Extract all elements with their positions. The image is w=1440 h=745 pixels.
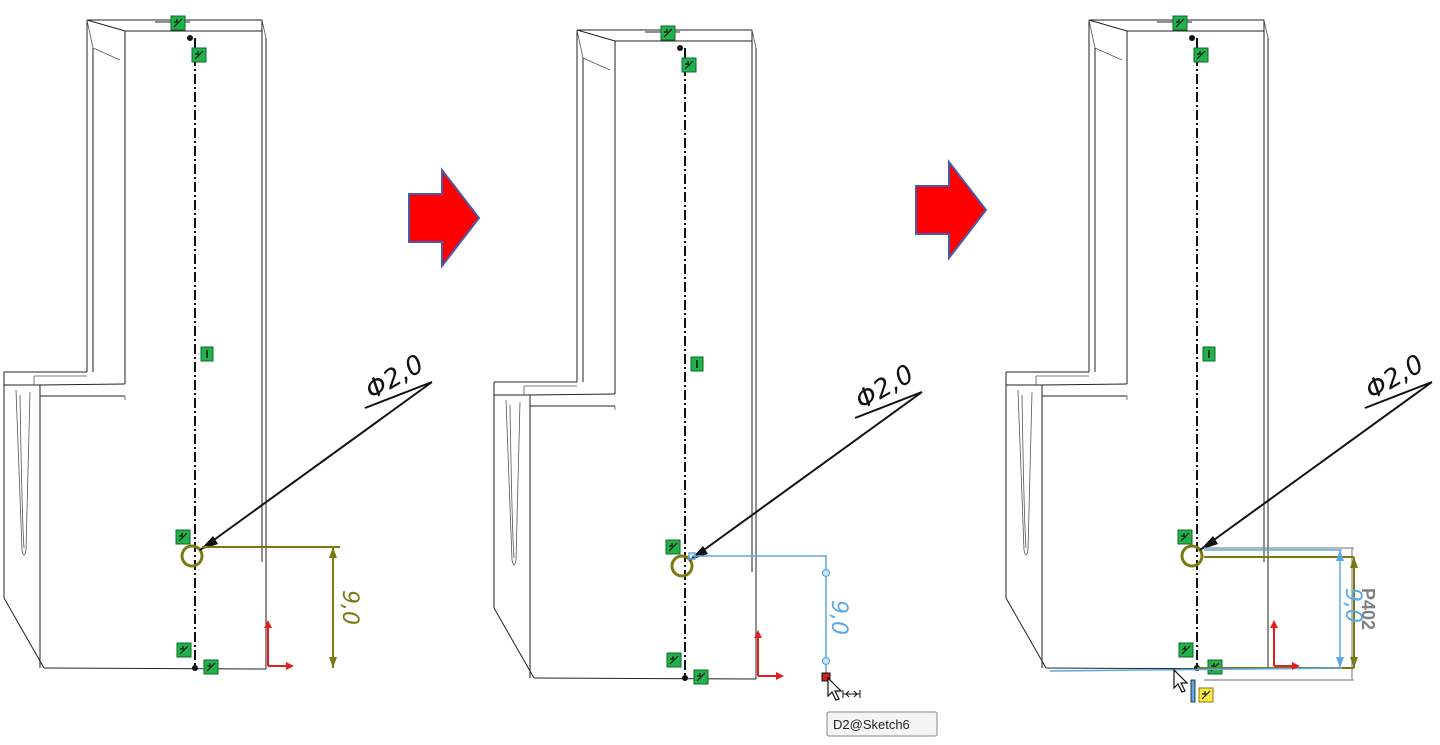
diameter-dimension-text[interactable]: Φ2,0 <box>1361 349 1430 406</box>
hole-circle[interactable] <box>180 544 204 568</box>
vertical-relation-icon[interactable] <box>1202 346 1216 362</box>
sketch-relation-icon[interactable] <box>660 25 676 41</box>
sketch-relation-icon[interactable] <box>170 15 186 31</box>
panel-2: Φ2,0 9,0 D2@Sketch6 <box>493 25 938 737</box>
sketch-relation-icon[interactable] <box>1178 642 1194 658</box>
sketch-relation-icon[interactable] <box>1177 529 1193 545</box>
diameter-dimension-text[interactable]: Φ2,0 <box>851 359 920 416</box>
distance-dimension-text[interactable]: 9,0 <box>826 600 851 635</box>
mouse-pointer-icon <box>827 677 842 701</box>
origin-triad-icon <box>263 619 295 671</box>
sketch-relation-icon[interactable] <box>175 529 191 545</box>
sketch-relation-icon[interactable] <box>681 57 697 73</box>
model-body <box>3 19 267 670</box>
sketch-relation-icon[interactable] <box>665 539 681 555</box>
model-body <box>493 29 757 680</box>
origin-triad-icon <box>1269 619 1301 671</box>
sketch-relation-icon[interactable] <box>203 659 219 675</box>
distance-dimension-text[interactable]: 9,0 <box>337 590 362 625</box>
diameter-leader <box>1199 381 1433 551</box>
diameter-dimension-text[interactable]: Φ2,0 <box>361 349 430 406</box>
panel-1: Φ2,0 9,0 <box>3 15 433 675</box>
sketch-relation-icon[interactable] <box>666 652 682 668</box>
overlay-label: P402 <box>1358 588 1378 630</box>
red-right-arrow-icon <box>408 169 480 267</box>
sketch-relation-icon[interactable] <box>191 47 207 63</box>
sketch-relation-icon[interactable] <box>176 642 192 658</box>
dimension-tooltip-text: D2@Sketch6 <box>833 717 910 732</box>
sketch-relation-icon[interactable] <box>1193 47 1209 63</box>
hole-circle[interactable] <box>670 554 694 578</box>
diameter-leader <box>689 391 923 561</box>
origin-triad-icon <box>753 629 785 681</box>
sketch-relation-icon[interactable] <box>1172 15 1188 31</box>
vertical-relation-icon[interactable] <box>200 346 214 362</box>
red-right-arrow-icon <box>915 161 987 259</box>
dimension-tooltip <box>826 711 938 737</box>
sketch-relation-icon[interactable] <box>1198 687 1214 703</box>
panel-3: Φ2,0 9,0 P402 <box>1005 15 1433 703</box>
model-body <box>1005 19 1269 670</box>
sketch-relation-icon[interactable] <box>693 669 709 685</box>
mouse-pointer-icon <box>1173 669 1188 693</box>
vertical-relation-icon[interactable] <box>690 356 704 372</box>
diameter-leader <box>199 381 433 551</box>
distance-dimension-text[interactable]: 9,0 <box>1340 588 1365 623</box>
hole-circle[interactable] <box>1180 544 1204 568</box>
